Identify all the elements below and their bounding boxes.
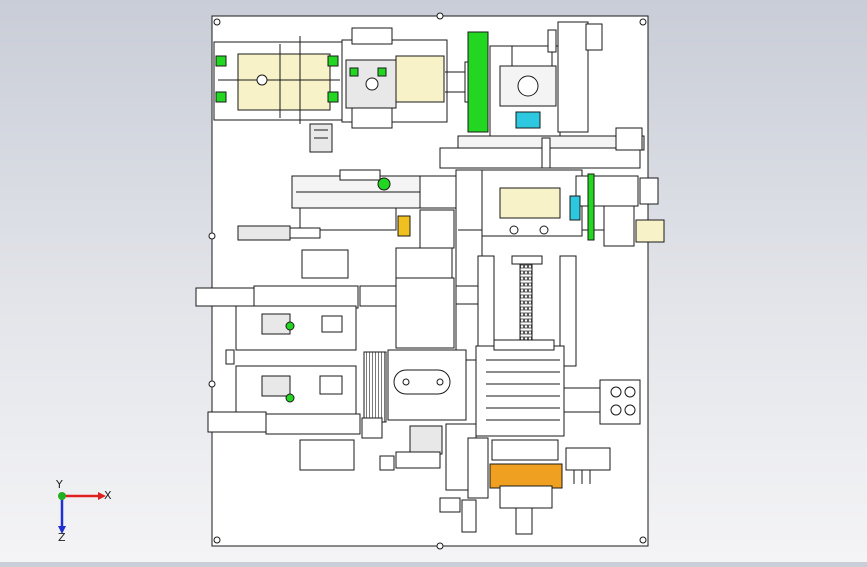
triad [58, 492, 106, 534]
triad-z-label: Z [58, 531, 66, 544]
mount-hole [639, 536, 647, 544]
triad-z-arrow [58, 526, 66, 534]
right-side-mechanism [481, 169, 665, 247]
middle-linear-slide [237, 169, 457, 249]
mount-hole [208, 380, 216, 388]
bottom-drive-unit [379, 423, 563, 535]
mount-hole [436, 12, 444, 20]
top-left-clamp-module [213, 36, 343, 153]
mount-hole [213, 536, 221, 544]
hatched-feeder [361, 349, 467, 439]
left-loading-module [195, 249, 479, 471]
triad-x-label: X [104, 489, 112, 502]
central-column [395, 169, 620, 361]
top-right-indexing-station [467, 21, 603, 137]
rail-bank [475, 339, 605, 437]
gantry-beam [439, 127, 645, 169]
mount-hole [436, 542, 444, 550]
button-bank [565, 379, 641, 484]
mount-hole [208, 232, 216, 240]
mount-hole [639, 18, 647, 26]
triad-x-arrow [98, 492, 106, 500]
mount-hole [213, 18, 221, 26]
triad-y-label: Y [55, 478, 63, 491]
triad-origin [58, 492, 66, 500]
